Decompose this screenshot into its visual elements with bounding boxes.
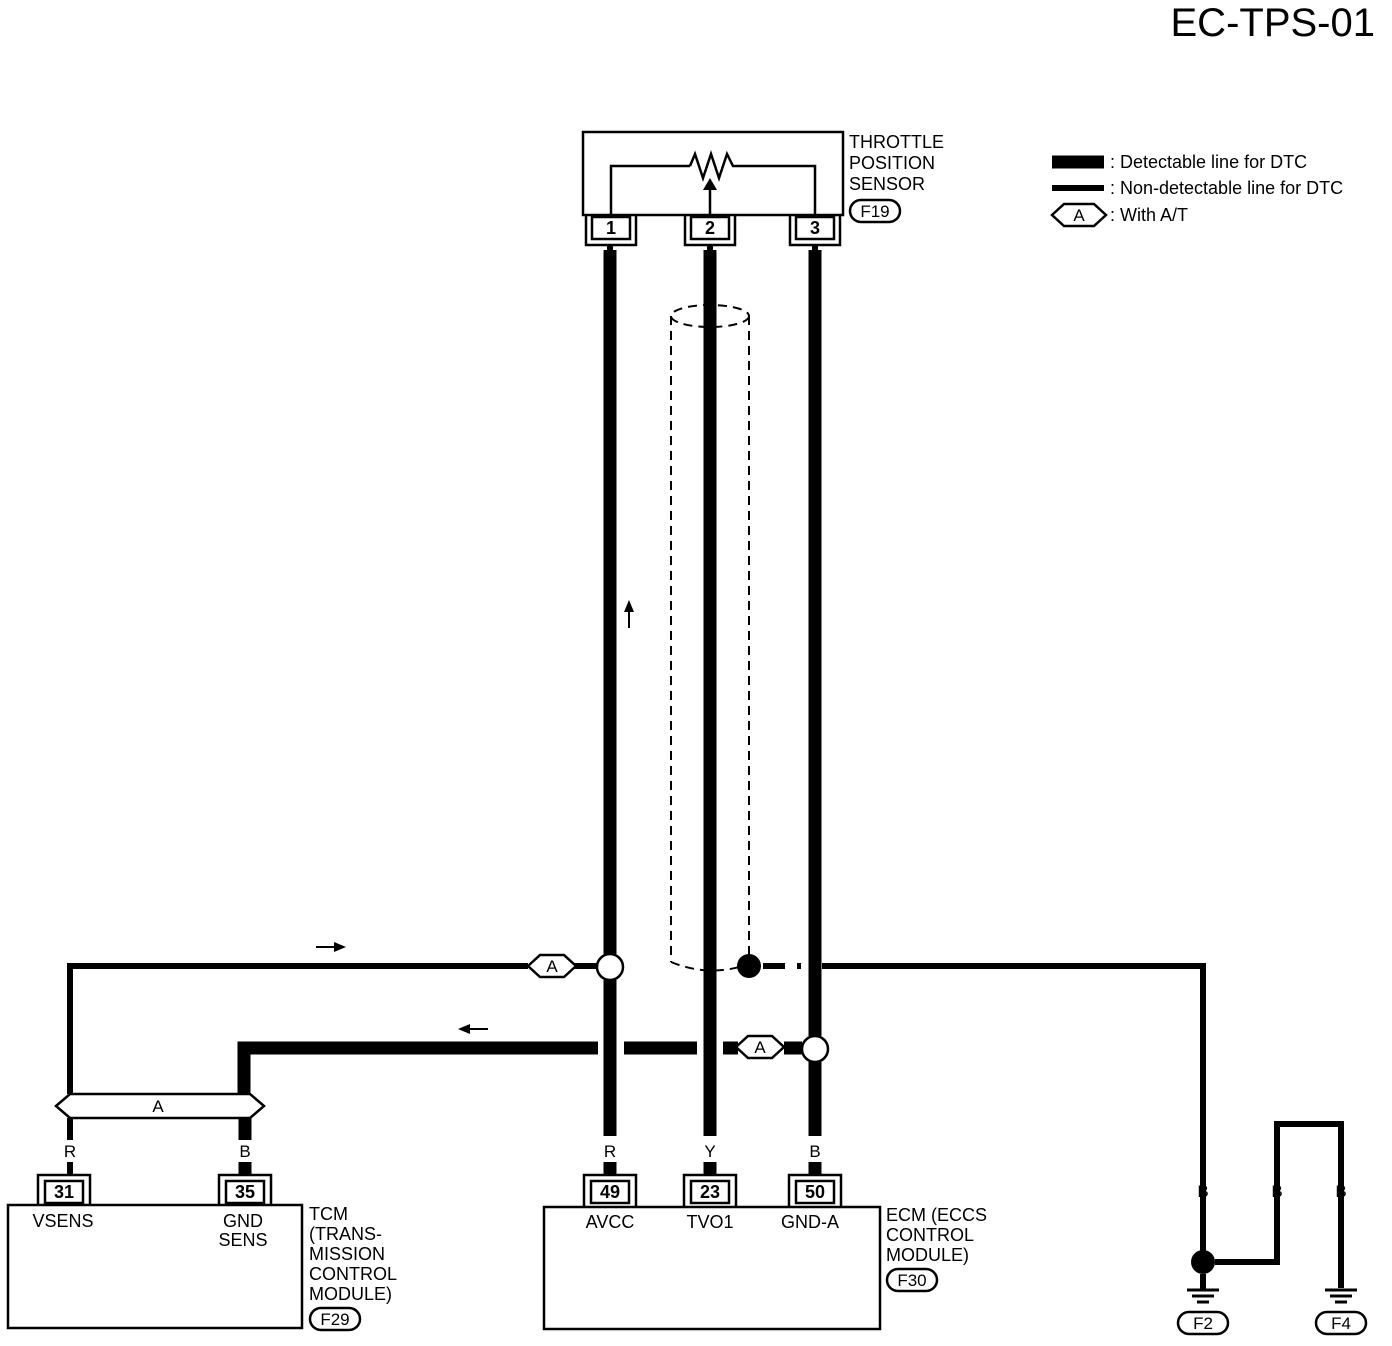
ecm-connector-label: F30 bbox=[897, 1271, 926, 1290]
at-hexagon-upper-label: A bbox=[546, 957, 558, 976]
sensor-body bbox=[581, 130, 845, 217]
tcm-name-line-1: TCM bbox=[309, 1204, 348, 1224]
throttle-position-sensor: THROTTLE POSITION SENSOR F19 1 2 3 R Y B bbox=[581, 130, 944, 283]
legend-with-at-hexagon bbox=[1050, 202, 1108, 228]
sensor-pin-2-box bbox=[689, 215, 731, 241]
sensor-pin-1-number: 1 bbox=[606, 218, 616, 238]
at-branch: A A A R B bbox=[54, 942, 830, 1176]
page-code: EC-TPS-01 bbox=[1171, 1, 1376, 45]
sensor-pin-1-box bbox=[590, 215, 632, 241]
tcm-wire-color-r: R bbox=[64, 1142, 76, 1161]
at-hexagon-upper bbox=[526, 953, 578, 979]
tcm-name-line-5: MODULE) bbox=[309, 1284, 392, 1304]
tcm-name-line-3: MISSION bbox=[309, 1244, 385, 1264]
tcm-pin-31-box bbox=[43, 1179, 85, 1205]
ground-wire-color-3: B bbox=[1335, 1182, 1346, 1201]
sensor-name-line-3: SENSOR bbox=[849, 174, 925, 194]
shield-bottom-curve bbox=[670, 961, 750, 972]
ecm-name-line-2: CONTROL bbox=[886, 1225, 974, 1245]
ecm-pin-23-number: 23 bbox=[700, 1182, 720, 1202]
ground-f2-badge bbox=[1176, 1310, 1230, 1336]
sensor-connector-badge bbox=[848, 198, 902, 224]
legend-detectable-text: : Detectable line for DTC bbox=[1110, 152, 1307, 172]
ground-path: B B B F2 F4 bbox=[822, 963, 1368, 1336]
ground-wire-color-1: B bbox=[1197, 1182, 1208, 1201]
wire-gnd-sens-to-tcm bbox=[237, 1041, 598, 1094]
tcm-body bbox=[6, 1203, 304, 1330]
wiper-arrow-icon bbox=[703, 178, 717, 190]
ground-wire-to-f2 bbox=[822, 963, 1206, 1252]
wire-vsens-to-tcm bbox=[67, 963, 528, 1094]
ecm-pin-label-gnd-a: GND-A bbox=[781, 1212, 839, 1232]
legend-non-detectable-text: : Non-detectable line for DTC bbox=[1110, 178, 1343, 198]
ecm-pin-50-housing bbox=[787, 1173, 843, 1207]
at-hexagon-lower-label: A bbox=[754, 1038, 766, 1057]
ground-f4-badge bbox=[1314, 1310, 1368, 1336]
tcm-pin-35-housing bbox=[217, 1173, 273, 1205]
main-harness bbox=[603, 245, 822, 1136]
ecm-wire-color-r: R bbox=[604, 1142, 616, 1161]
ground-f2-label: F2 bbox=[1193, 1314, 1213, 1333]
sensor-name-line-1: THROTTLE bbox=[849, 132, 944, 152]
shield-splice-dot bbox=[737, 954, 761, 978]
sensor-pin-3-number: 3 bbox=[810, 218, 820, 238]
legend: : Detectable line for DTC : Non-detectab… bbox=[1050, 152, 1343, 228]
ecm-pin-23-housing bbox=[682, 1173, 738, 1207]
tcm-wire-color-b: B bbox=[239, 1142, 250, 1161]
ecm-connector-badge bbox=[885, 1267, 939, 1293]
tcm-connector-label: F29 bbox=[320, 1310, 349, 1329]
arrow-left-icon bbox=[458, 1024, 470, 1034]
ecm-pin-49-box bbox=[589, 1179, 631, 1205]
ecm-pin-50-box bbox=[794, 1179, 836, 1205]
ecm-pin-23-box bbox=[689, 1179, 731, 1205]
ecm-pin-49-housing bbox=[582, 1173, 638, 1207]
tcm-name-line-4: CONTROL bbox=[309, 1264, 397, 1284]
ecm-pin-label-tvo1: TVO1 bbox=[686, 1212, 733, 1232]
sensor-pin-2-number: 2 bbox=[705, 218, 715, 238]
ground-wire-branch bbox=[1215, 1121, 1344, 1288]
tcm-module: 31 35 VSENS GND SENS TCM (TRANS- MISSION… bbox=[6, 1173, 397, 1332]
ecm-pin-label-avcc: AVCC bbox=[586, 1212, 635, 1232]
ground-f2-icon bbox=[1187, 1288, 1219, 1304]
tcm-pin-label-gnd: GND bbox=[223, 1211, 263, 1231]
ecm-name-line-3: MODULE) bbox=[886, 1245, 969, 1265]
shield-wire bbox=[670, 304, 801, 978]
resistor-icon bbox=[688, 150, 736, 182]
ground-wire-color-2: B bbox=[1271, 1182, 1282, 1201]
tcm-pin-31-housing bbox=[36, 1173, 92, 1205]
legend-with-at-symbol: A bbox=[1073, 206, 1085, 225]
sensor-name-line-2: POSITION bbox=[849, 153, 935, 173]
at-hexagon-lower bbox=[734, 1034, 786, 1060]
at-hexagon-tcm-label: A bbox=[152, 1097, 164, 1116]
ecm-name-line-1: ECM (ECCS bbox=[886, 1205, 987, 1225]
tcm-name-line-2: (TRANS- bbox=[309, 1224, 382, 1244]
ecm-pin-50-number: 50 bbox=[805, 1182, 825, 1202]
ecm-wire-color-y: Y bbox=[704, 1142, 715, 1161]
sensor-internal-wiring bbox=[609, 164, 817, 215]
sensor-connector-label: F19 bbox=[860, 202, 889, 221]
ecm-pin-49-number: 49 bbox=[600, 1182, 620, 1202]
tcm-pin-label-vsens: VSENS bbox=[32, 1211, 93, 1231]
splice-gnd-a bbox=[800, 1034, 830, 1064]
sensor-pin-3-box bbox=[794, 215, 836, 241]
tcm-pin-31-number: 31 bbox=[54, 1182, 74, 1202]
ecm-body bbox=[542, 1205, 882, 1331]
ecm-wire-color-b: B bbox=[809, 1142, 820, 1161]
current-arrow-up-icon bbox=[624, 600, 634, 612]
ground-f4-icon bbox=[1325, 1288, 1357, 1304]
tcm-connector-badge bbox=[308, 1306, 362, 1332]
tcm-pin-35-number: 35 bbox=[235, 1182, 255, 1202]
ground-f4-label: F4 bbox=[1331, 1314, 1351, 1333]
arrow-right-icon bbox=[334, 942, 346, 952]
legend-with-at-text: : With A/T bbox=[1110, 205, 1188, 225]
tcm-pin-label-sens: SENS bbox=[218, 1230, 267, 1250]
ecm-module: R Y B 49 23 50 AVCC TVO1 GND-A ECM (ECCS… bbox=[542, 1142, 987, 1331]
tcm-pin-35-box bbox=[224, 1179, 266, 1205]
splice-avcc bbox=[595, 952, 625, 982]
ground-splice-dot bbox=[1191, 1250, 1215, 1274]
